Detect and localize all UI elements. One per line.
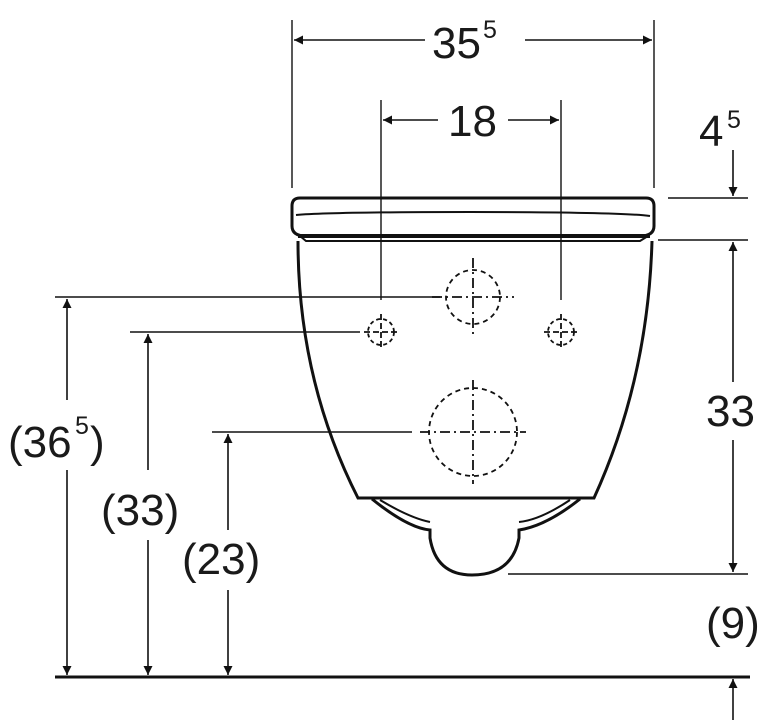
drain-height-label: (23) (182, 535, 260, 584)
toilet-trap (371, 497, 581, 577)
toilet-body (290, 196, 656, 577)
toilet-seat-lid (290, 196, 656, 238)
fixing-spacing-label: 18 (448, 97, 497, 146)
dimension-lines (62, 35, 738, 720)
bowl-height-label: 33 (706, 387, 755, 436)
lower-fixing-height-label: (33) (101, 486, 179, 535)
fixing-holes (364, 258, 578, 484)
toilet-bowl-outline (296, 240, 654, 500)
toilet-seat-edge (295, 210, 651, 217)
extension-lines (55, 20, 748, 575)
total-width-label: 35 (432, 19, 481, 68)
upper-fixing-height-label-sup: 5 (75, 412, 89, 440)
total-width-label-sup: 5 (483, 16, 497, 44)
floor-gap-label: (9) (706, 599, 760, 648)
seat-thickness-label: 4 (699, 107, 723, 156)
upper-fixing-height-label: (36 (8, 418, 72, 467)
seat-thickness-label-sup: 5 (727, 106, 741, 134)
dimension-labels: 35 5 18 4 5 33 (9) (36 5 ) (33) (23) (8, 16, 760, 648)
upper-fixing-height-label-close: ) (90, 418, 105, 467)
